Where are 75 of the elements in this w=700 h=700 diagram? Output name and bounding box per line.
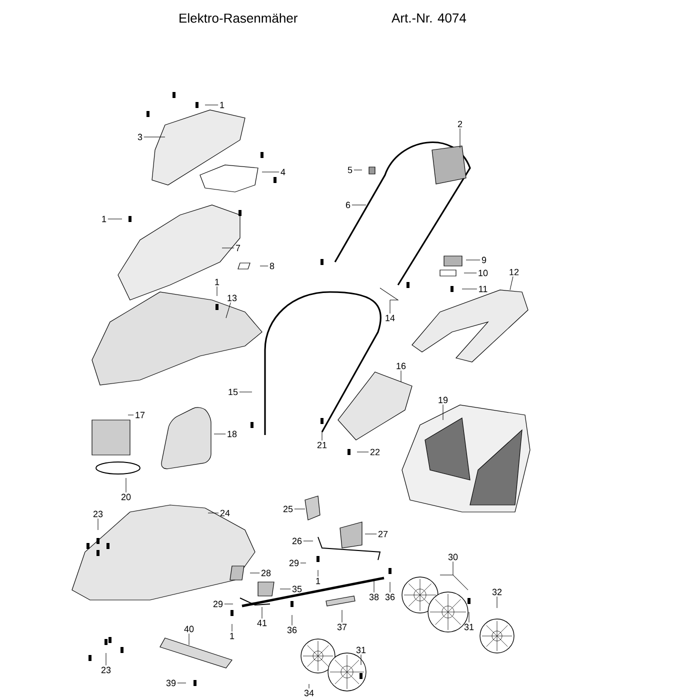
callout-number: 20: [121, 494, 131, 500]
callout-number: 37: [337, 624, 347, 630]
callout-number: 5: [348, 166, 352, 174]
callout-number: 23: [101, 666, 111, 674]
callout-number: 8: [270, 262, 274, 270]
callout-number: 28: [261, 570, 271, 576]
callout-number: 1: [316, 578, 320, 584]
callout-number: 25: [283, 506, 293, 512]
callout-number: 32: [492, 588, 502, 596]
callout-number: 35: [292, 586, 302, 592]
leader-line: [108, 218, 122, 220]
leader-line: [300, 562, 306, 564]
leader-line: [188, 633, 190, 646]
callout-number: 21: [317, 442, 327, 448]
callout-number: 19: [438, 396, 448, 404]
callout-number: 27: [378, 530, 388, 538]
callout-number: 10: [478, 270, 488, 276]
callout-number: 7: [236, 244, 240, 252]
leader-line: [204, 104, 218, 106]
article-number: Art.-Nr. 4074: [392, 13, 466, 23]
leader-line: [177, 682, 186, 684]
callout-number: 1: [230, 632, 234, 640]
leader-line: [352, 204, 366, 206]
callout-number: 38: [369, 594, 379, 600]
leader-line: [226, 302, 231, 318]
callout-number: 12: [510, 268, 519, 276]
callout-number: 29: [289, 560, 299, 566]
callout-number: 41: [257, 620, 267, 626]
leader-line: [250, 572, 260, 574]
leader-line: [400, 370, 402, 382]
leader-line: [462, 288, 478, 290]
callout-number: 6: [346, 202, 350, 208]
callout-number: 1: [215, 278, 220, 286]
leader-line: [308, 684, 310, 689]
callout-number: 15: [228, 388, 238, 396]
callout-number: 34: [304, 690, 314, 696]
callout-number: 13: [228, 294, 237, 302]
callout-number: 39: [166, 680, 176, 686]
callout-number: 11: [479, 286, 488, 292]
callout-number: 36: [385, 594, 395, 600]
callout-number: 29: [213, 600, 223, 608]
callout-number: 23: [93, 510, 103, 518]
leader-line: [208, 512, 219, 514]
leader-line: [360, 654, 362, 666]
leader-line: [496, 596, 498, 608]
callout-number: 17: [136, 412, 145, 418]
callout-number: 24: [220, 510, 230, 516]
leader-line: [468, 612, 470, 623]
leader-line: [442, 404, 444, 420]
callout-number: 9: [482, 256, 486, 264]
leader-line: [452, 561, 454, 576]
callout-number: 1: [220, 102, 224, 108]
title: Elektro-Rasenmäher: [180, 13, 298, 23]
callout-number: 2: [458, 120, 462, 128]
callout-number: 4: [280, 168, 286, 176]
callout-number: 31: [356, 646, 366, 654]
leader-line: [144, 136, 166, 138]
leader-line: [216, 286, 218, 296]
callout-number: 18: [228, 430, 237, 438]
callout-number: 30: [448, 554, 458, 560]
leader-line: [303, 540, 314, 542]
leader-line: [510, 276, 514, 290]
leader-line: [128, 414, 134, 416]
callout-number: 26: [292, 538, 302, 544]
callout-number: 16: [396, 362, 406, 370]
callout-number: 22: [370, 448, 380, 456]
callout-number: 3: [138, 134, 142, 140]
leader-line: [280, 588, 291, 590]
callout-number: 40: [184, 626, 194, 632]
leader-line: [464, 272, 477, 274]
callout-number: 1: [102, 216, 106, 222]
callout-number: 31: [464, 624, 474, 630]
leader-line: [294, 508, 306, 510]
callout-number: 14: [386, 314, 395, 322]
callout-number: 36: [287, 626, 297, 634]
